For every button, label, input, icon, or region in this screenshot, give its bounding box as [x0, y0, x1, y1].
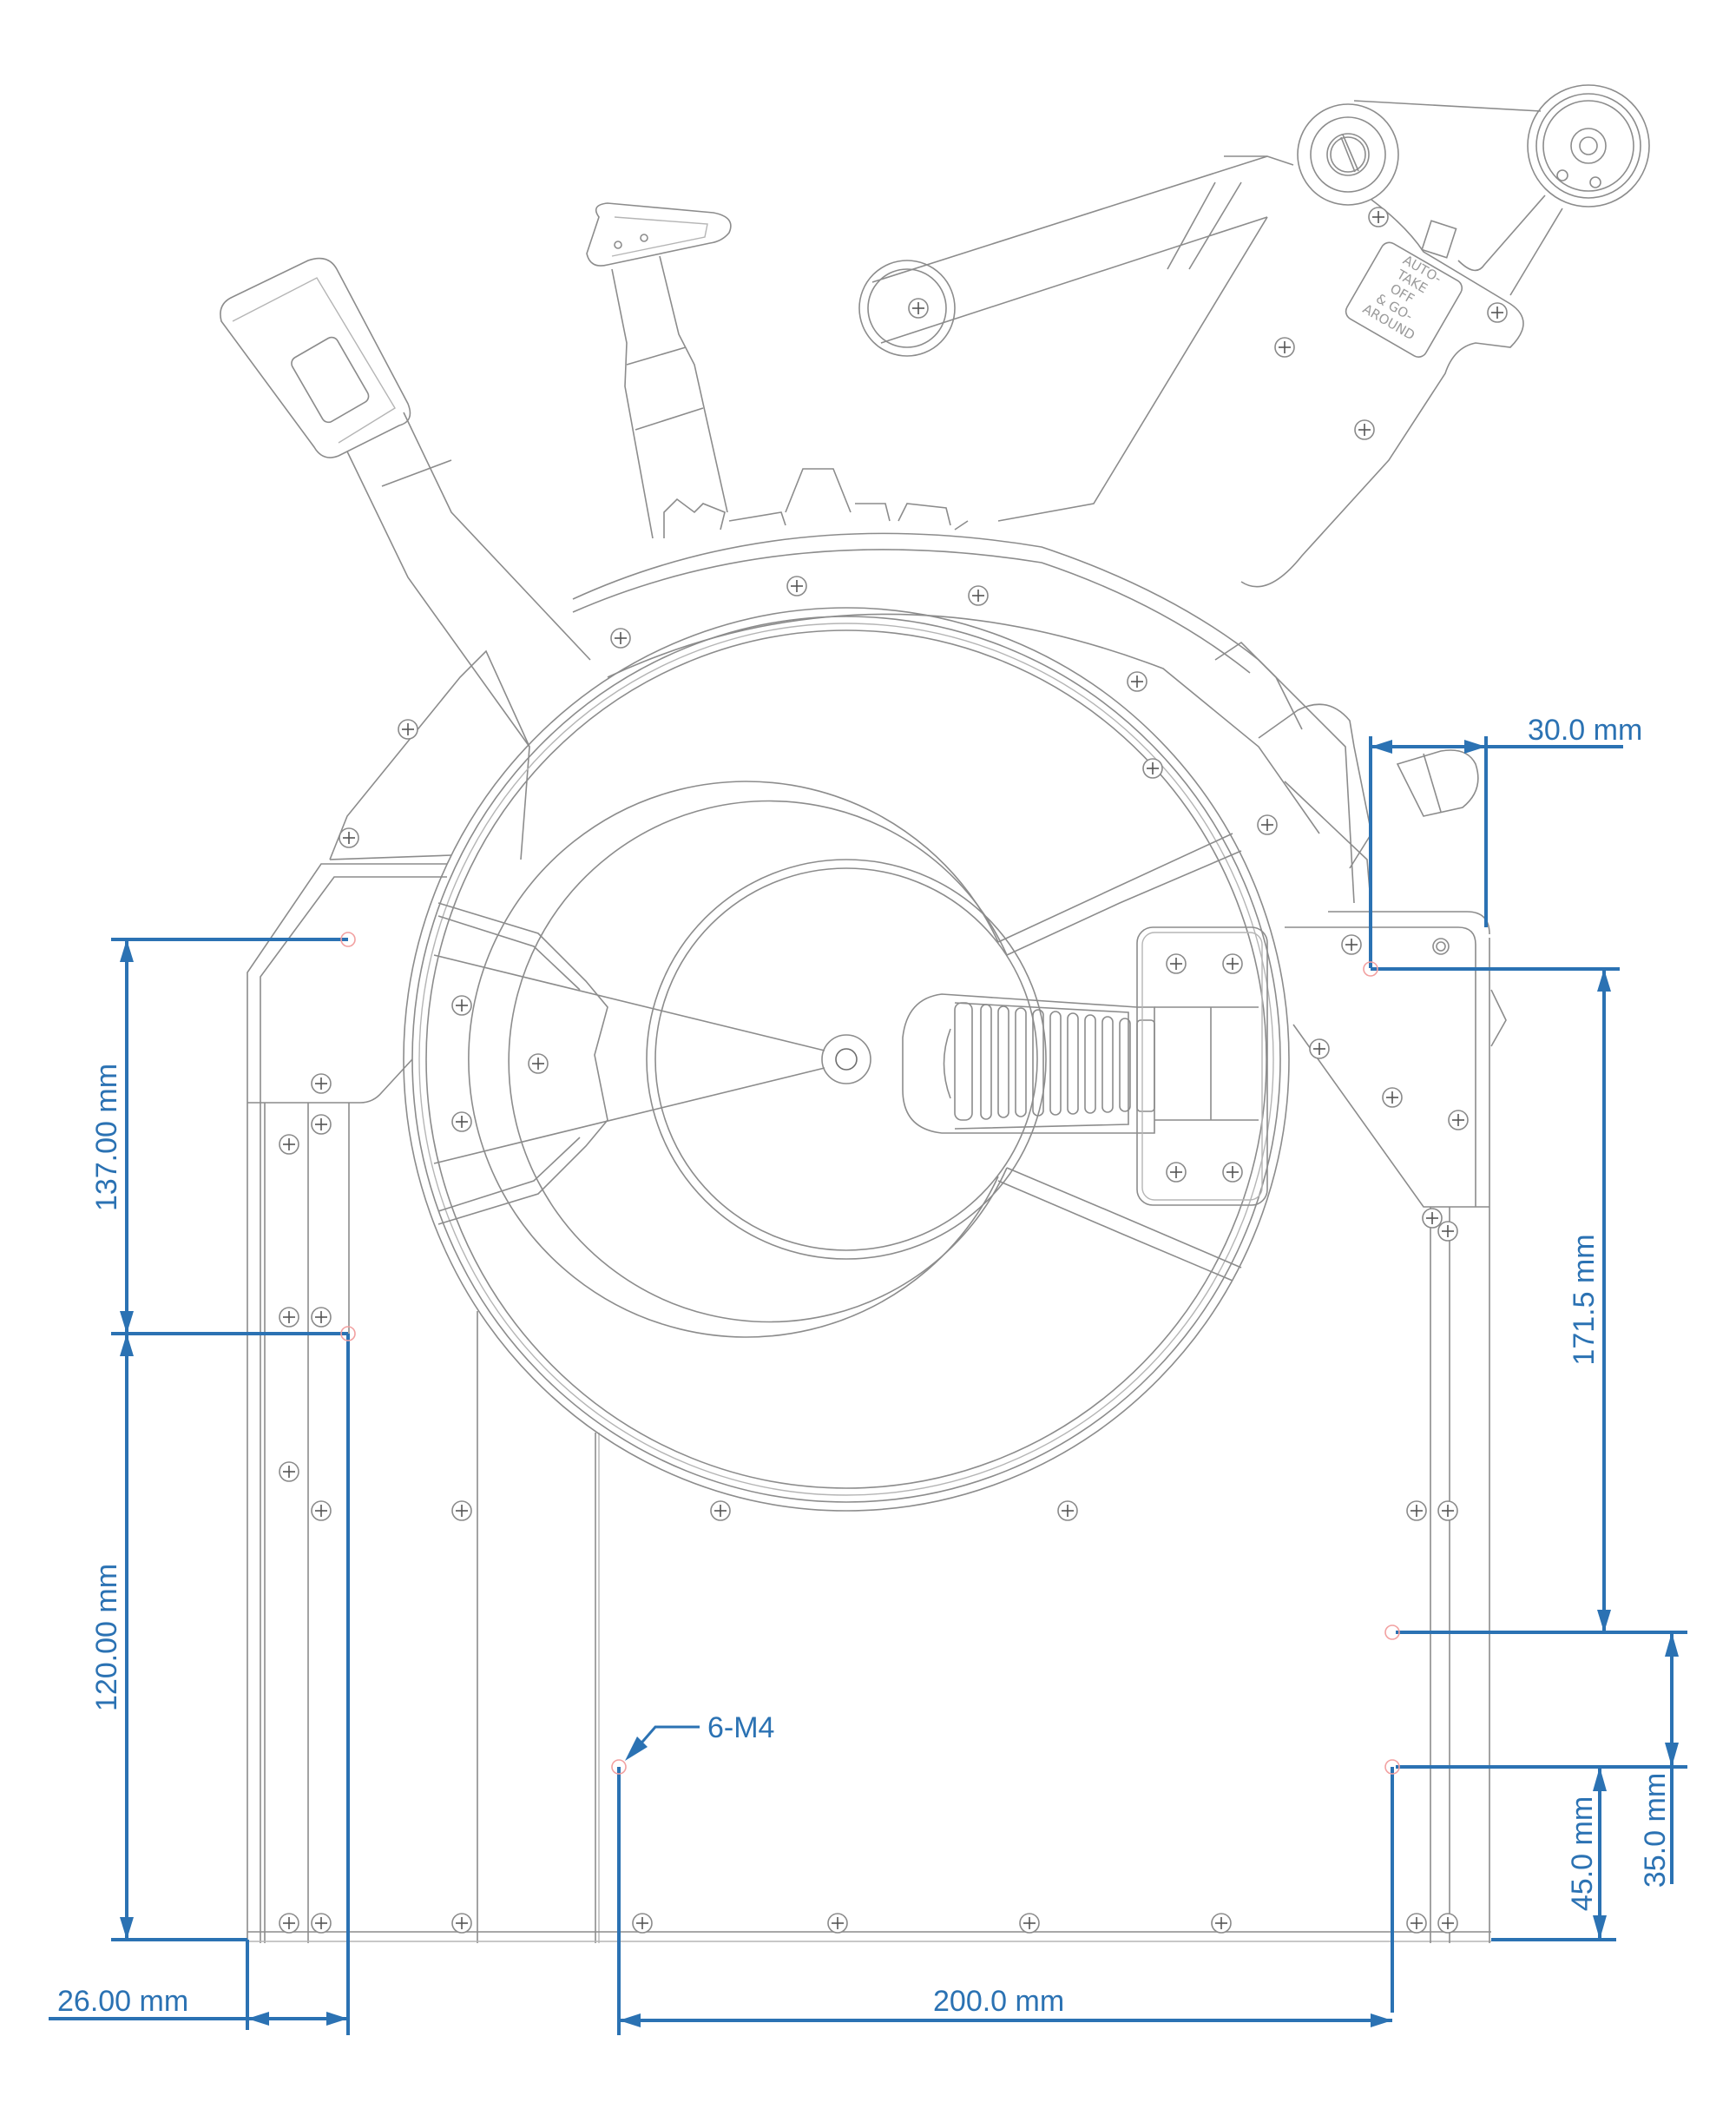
- dim-label-200mm: 200.0 mm: [933, 1985, 1064, 2018]
- screw-icon: [451, 1500, 472, 1521]
- screw-icon: [1222, 1162, 1243, 1183]
- dim-left-lower-height: 120.00 mm: [90, 1332, 350, 2035]
- dim-label-137mm: 137.00 mm: [90, 1064, 123, 1211]
- mounting-hole-markers: [340, 932, 1400, 1775]
- screw-icon: [1406, 1913, 1427, 1934]
- screw-icon: [1057, 1500, 1078, 1521]
- screw-icon: [279, 1461, 299, 1482]
- screw-icon: [1354, 419, 1375, 440]
- hole-marker: [1384, 1759, 1400, 1775]
- screw-icon: [1437, 1500, 1458, 1521]
- screw-icon: [1448, 1110, 1469, 1130]
- screw-icon: [1166, 1162, 1187, 1183]
- screw-icon: [827, 1913, 848, 1934]
- screw-icon: [279, 1913, 299, 1934]
- screw-icon: [1382, 1087, 1403, 1108]
- screw-icon: [451, 995, 472, 1016]
- screw-icon: [311, 1500, 332, 1521]
- screw-icon: [311, 1114, 332, 1135]
- screw-icon: [1422, 1208, 1443, 1229]
- screw-icon: [1368, 207, 1389, 227]
- screw-icon: [1127, 671, 1147, 692]
- screw-icon: [311, 1913, 332, 1934]
- center-lever: [902, 926, 1268, 1206]
- dim-label-171-5mm: 171.5 mm: [1568, 1234, 1601, 1365]
- hole-marker: [1363, 961, 1378, 977]
- base-housing: [247, 863, 1507, 1943]
- screw-icon: [339, 827, 359, 848]
- screw-icon: [1341, 934, 1362, 955]
- top-bezel: [572, 468, 1355, 904]
- callout-label-6-m4: 6-M4: [707, 1711, 774, 1744]
- hole-marker: [340, 932, 356, 947]
- hole-marker: [340, 1326, 356, 1341]
- dim-label-30mm: 30.0 mm: [1528, 714, 1642, 747]
- screw-icon: [968, 585, 989, 606]
- main-dial: [403, 607, 1290, 1512]
- screws: [279, 207, 1508, 1934]
- screw-icon: [1211, 1913, 1232, 1934]
- screw-icon: [1166, 953, 1187, 974]
- screw-icon: [451, 1913, 472, 1934]
- dim-right-lower-height: 45.0 mm: [1391, 1767, 1616, 2013]
- dim-bottom-hole-spacing: 200.0 mm: [617, 1767, 1392, 2035]
- screw-icon: [311, 1307, 332, 1328]
- screw-icon: [908, 298, 929, 319]
- screw-icon: [1309, 1038, 1330, 1059]
- right-arm: [858, 155, 1294, 522]
- left-lever: [220, 257, 591, 748]
- toga-assembly: AUTO- TAKE OFF & GO- AROUND: [1240, 84, 1650, 588]
- middle-lever: [586, 202, 732, 539]
- screw-icon: [1487, 302, 1508, 323]
- dim-right-main-height: 171.5 mm: [1371, 967, 1620, 1632]
- screw-icon: [279, 1307, 299, 1328]
- screw-icon: [1274, 337, 1295, 358]
- screw-icon: [1406, 1500, 1427, 1521]
- screw-icon: [1222, 953, 1243, 974]
- screw-icon: [786, 576, 807, 596]
- dim-bottom-left-width: 26.00 mm: [49, 1985, 348, 2026]
- screw-icon: [1019, 1913, 1040, 1934]
- screw-icon: [1437, 1221, 1458, 1242]
- dim-label-26mm: 26.00 mm: [57, 1985, 188, 2018]
- hole-marker: [611, 1759, 627, 1775]
- dimension-annotations: 30.0 mm 171.5 mm 35.0 mm 45.0 mm: [49, 714, 1687, 2035]
- dim-label-45mm: 45.0 mm: [1566, 1796, 1599, 1911]
- screw-icon: [1437, 1913, 1458, 1934]
- screw-icon: [311, 1073, 332, 1094]
- screw-icon: [610, 628, 631, 649]
- left-bracket: [329, 649, 530, 860]
- grip-ribs: [954, 1002, 1155, 1121]
- screw-icon: [710, 1500, 731, 1521]
- screw-icon: [528, 1053, 549, 1074]
- screw-icon: [1257, 814, 1278, 835]
- dim-top-right-width: 30.0 mm: [1369, 714, 1642, 968]
- screw-icon: [279, 1134, 299, 1155]
- hole-marker: [1384, 1624, 1400, 1640]
- dim-label-120mm: 120.00 mm: [90, 1564, 123, 1711]
- screw-icon: [451, 1111, 472, 1132]
- screw-icon: [632, 1913, 653, 1934]
- dim-left-upper-height: 137.00 mm: [90, 938, 348, 1334]
- callout-6-m4: 6-M4: [625, 1711, 774, 1761]
- dim-right-offset-height: 35.0 mm: [1396, 1631, 1687, 1888]
- screw-icon: [398, 719, 418, 740]
- screw-icon: [1142, 758, 1163, 779]
- dim-label-35mm: 35.0 mm: [1639, 1773, 1672, 1888]
- throttle-quadrant-outline: AUTO- TAKE OFF & GO- AROUND: [220, 84, 1650, 1943]
